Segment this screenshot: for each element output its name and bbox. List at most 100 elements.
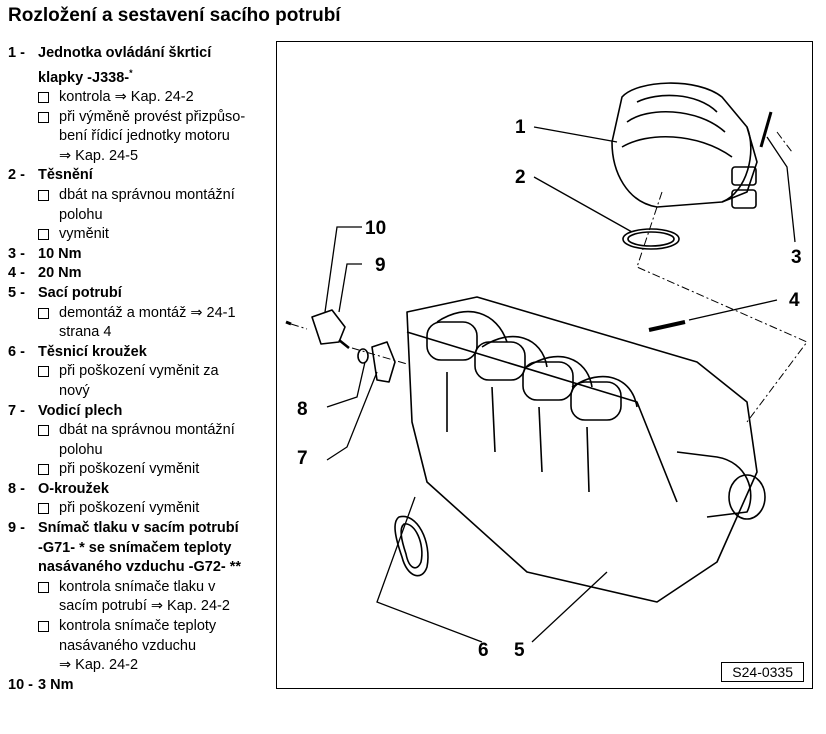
sub-item-line: při poškození vyměnit	[59, 461, 200, 478]
callout-4: 4	[789, 290, 800, 311]
callout-8: 8	[297, 399, 308, 420]
exploded-view-figure: 1 2 3 4 5 6 7 8 9 10 S24-0335	[276, 41, 813, 689]
pressure-sensor-drawing	[311, 309, 350, 349]
item-number: 6 -	[8, 343, 25, 360]
item-heading: Snímač tlaku v sacím potrubí -G71- * se s…	[38, 519, 241, 578]
screw-drawing	[285, 320, 292, 326]
item-heading: Těsnicí kroužek	[38, 343, 147, 363]
item-heading-line: 20 Nm	[38, 265, 82, 282]
sub-item: dbát na správnou montážní polohu	[38, 186, 278, 225]
gasket-ring-drawing	[622, 228, 680, 250]
footnote-mark: *	[129, 67, 133, 78]
item-heading: 3 Nm	[38, 676, 73, 696]
item-number: 4 -	[8, 265, 25, 282]
page-title: Rozložení a sestavení sacího potrubí	[8, 5, 341, 26]
checkbox-bullet-icon	[38, 111, 49, 123]
legend-item: 3 - 10 Nm	[8, 245, 278, 265]
sub-item-line: nasávaného vzduchu	[59, 637, 197, 654]
callout-3: 3	[791, 247, 802, 268]
checkbox-bullet-icon	[38, 464, 49, 476]
callout-6: 6	[478, 640, 489, 661]
item-heading: O-kroužek	[38, 480, 109, 500]
item-heading: 20 Nm	[38, 264, 82, 284]
checkbox-bullet-icon	[38, 92, 49, 104]
checkbox-bullet-icon	[38, 621, 49, 633]
sub-item-line: polohu	[59, 206, 103, 223]
legend-item: 2 - Těsnění	[8, 166, 278, 186]
legend-item: 9 - Snímač tlaku v sacím potrubí -G71- * s…	[8, 519, 278, 578]
sub-item-line: polohu	[59, 441, 103, 458]
sub-item: při výměně provést přizpůso-bení řídicí …	[38, 108, 278, 167]
checkbox-bullet-icon	[38, 307, 49, 319]
callout-1: 1	[515, 117, 526, 138]
intake-manifold-drawing: 1 2 3 4 5 6 7 8 9 10	[285, 82, 808, 661]
sub-item-line: nový	[59, 382, 90, 399]
callout-9: 9	[375, 255, 386, 276]
sub-item: při poškození vyměnit	[38, 460, 278, 480]
sub-item-line: dbát na správnou montážní	[59, 422, 235, 439]
sub-item-line: dbát na správnou montážní	[59, 186, 235, 203]
sub-item: dbát na správnou montážní polohu	[38, 421, 278, 460]
item-number: 8 -	[8, 480, 25, 497]
sub-item-line: demontáž a montáž ⇒ 24-1	[59, 304, 236, 321]
intake-manifold-body	[406, 296, 766, 603]
sealing-ring-drawing	[394, 515, 429, 577]
item-heading-line: Těsnění	[38, 167, 93, 184]
legend-item: 4 - 20 Nm	[8, 264, 278, 284]
callout-5: 5	[514, 640, 525, 661]
item-heading: Sací potrubí	[38, 284, 122, 304]
checkbox-bullet-icon	[38, 189, 49, 201]
checkbox-bullet-icon	[38, 366, 49, 378]
figure-id: S24-0335	[721, 662, 804, 682]
item-heading: 10 Nm	[38, 245, 82, 265]
item-heading-line: 10 Nm	[38, 245, 82, 262]
item-heading-line: nasávaného vzduchu -G72- **	[38, 559, 242, 576]
item-number: 2 -	[8, 167, 25, 184]
sub-item-line: strana 4	[59, 324, 112, 341]
item-number: 1 -	[8, 45, 25, 61]
legend-item: 8 - O-kroužek	[8, 480, 278, 500]
item-heading-line: klapky -J338-*	[38, 67, 133, 86]
sub-item-line: vyměnit	[59, 226, 109, 243]
sub-item-line: při poškození vyměnit	[59, 500, 200, 517]
o-ring-drawing	[357, 348, 369, 364]
throttle-body-drawing	[611, 82, 773, 209]
item-number: 3 -	[8, 245, 25, 262]
sub-item-line: ⇒ Kap. 24-5	[59, 147, 139, 164]
checkbox-bullet-icon	[38, 229, 49, 241]
item-heading-line: Těsnicí kroužek	[38, 343, 147, 360]
checkbox-bullet-icon	[38, 425, 49, 437]
sub-item: při poškození vyměnit za nový	[38, 362, 278, 401]
sub-item: vyměnit	[38, 225, 278, 245]
sub-item: demontáž a montáž ⇒ 24-1 strana 4	[38, 304, 278, 343]
item-heading-line: 3 Nm	[38, 676, 74, 693]
item-heading-line: Snímač tlaku v sacím potrubí	[38, 520, 239, 537]
item-heading: Těsnění	[38, 166, 93, 186]
sub-item-line: při poškození vyměnit za	[59, 363, 219, 380]
item-heading-line: Sací potrubí	[38, 284, 122, 301]
item-heading-line: -G71- * se snímačem teploty	[38, 539, 232, 556]
sub-item-line: při výměně provést přizpůso-	[59, 108, 246, 125]
legend-item: 10 - 3 Nm	[8, 676, 278, 696]
item-number: 10 -	[8, 676, 33, 693]
item-heading-line: O-kroužek	[38, 480, 109, 497]
item-number: 5 -	[8, 284, 25, 301]
item-number: 9 -	[8, 520, 25, 537]
bolt-drawing	[648, 320, 686, 332]
item-heading: Vodicí plech	[38, 402, 122, 422]
legend-item: 7 - Vodicí plech	[8, 402, 278, 422]
checkbox-bullet-icon	[38, 581, 49, 593]
sub-item-line: sacím potrubí ⇒ Kap. 24-2	[59, 598, 230, 615]
legend-item: 5 - Sací potrubí	[8, 284, 278, 304]
callout-10: 10	[365, 218, 386, 239]
sub-item-line: bení řídicí jednotky motoru	[59, 128, 230, 145]
sub-item: kontrola ⇒ Kap. 24-2	[38, 88, 278, 108]
sub-item-line: kontrola ⇒ Kap. 24-2	[59, 89, 194, 106]
item-number: 7 -	[8, 402, 25, 419]
checkbox-bullet-icon	[38, 503, 49, 515]
